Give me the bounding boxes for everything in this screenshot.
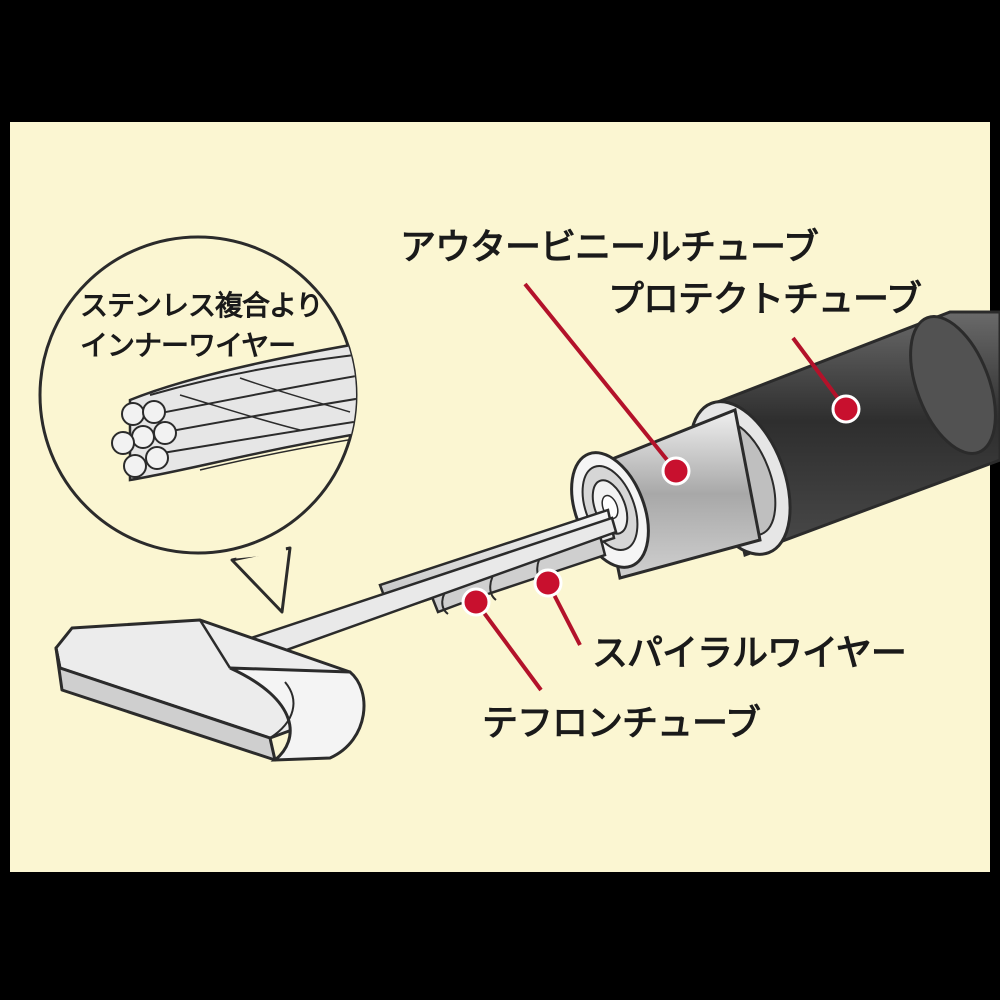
leader-teflon — [461, 587, 543, 692]
label-teflon-tube: テフロンチューブ — [482, 703, 761, 744]
leader-protect — [791, 336, 861, 424]
label-inner-wire-line1: ステンレス複合より — [80, 289, 323, 322]
leader-spiral — [533, 568, 582, 646]
label-outer-vinyl-tube: アウタービニールチューブ — [400, 227, 819, 268]
end-fitting — [54, 618, 366, 762]
zoom-bubble — [38, 235, 358, 614]
label-spiral-wire: スパイラルワイヤー — [592, 633, 907, 674]
stranded-wire-closeup — [111, 338, 356, 482]
label-protect-tube: プロテクトチューブ — [608, 279, 922, 320]
label-inner-wire-line2: インナーワイヤー — [80, 329, 296, 362]
leader-outer-vinyl — [523, 282, 691, 486]
